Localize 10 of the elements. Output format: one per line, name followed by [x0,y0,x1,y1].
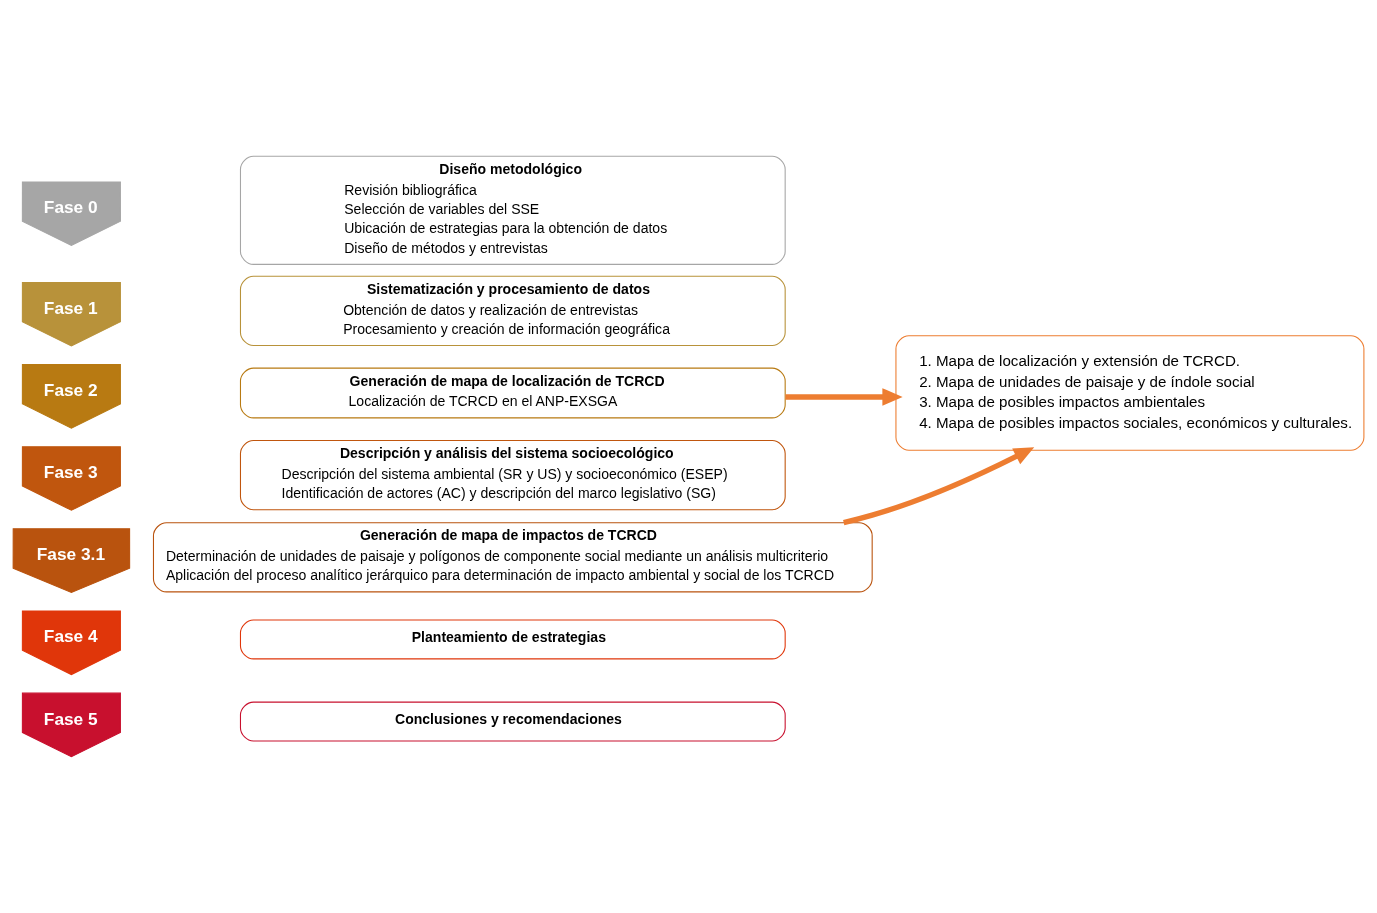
node-box: 1. Mapa de localización y extensión de TCRCD. 2. Mapa de unidades de paisaje y de índole social 3. Mapa de posibles impactos ambientales 4. Mapa de posibles impactos sociales, económicos y culturales. [895,335,1365,451]
node-box: Conclusiones y recomendaciones [239,701,786,742]
node-box: Generación de mapa de localización de TCRCD Localización de TCRCD en el ANP-EXSGA [239,367,786,419]
arrow [785,388,903,406]
node-box: Sistematización y procesamiento de datos Obtención de datos y realización de entrevistas Procesamiento y creación de información geográfica [239,275,786,346]
arrow [843,447,1035,526]
node-box: Descripción y análisis del sistema socioecológico Descripción del sistema ambiental (SR y US) y socioeconómico (ESEP) Identificación de actores (AC) y descripción del marco legislativo (SG) [239,440,786,511]
node-box: Planteamiento de estrategias [239,619,786,660]
node-box: Diseño metodológico Revisión bibliográfica Selección de variables del SSE Ubicación de estrategias para la obtención de datos Diseño de métodos y entrevistas [239,155,786,265]
node-box: Generación de mapa de impactos de TCRCD Determinación de unidades de paisaje y polígonos de componente social mediante un análisis multicriterio Aplicación del proceso analítico jerárquico para determinación de impacto ambiental y social de los TCRCD [152,522,873,593]
